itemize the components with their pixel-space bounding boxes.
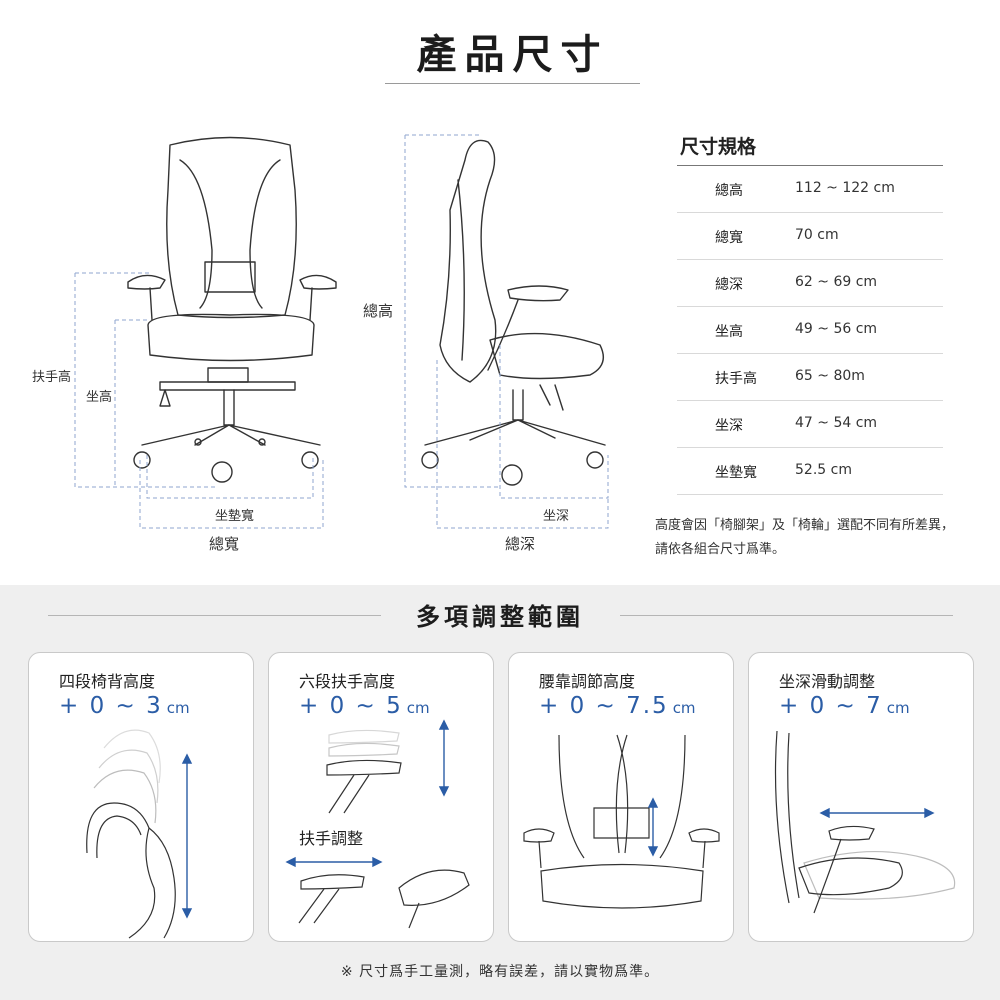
section-divider-right xyxy=(620,615,953,616)
adjustment-title: 多項調整範圍 xyxy=(416,603,584,631)
spec-row: 總寬 70 cm xyxy=(677,213,943,260)
spec-value: 70 cm xyxy=(795,227,839,243)
armrest-height-label: 扶手高 xyxy=(32,370,72,385)
spec-value: 49 ~ 56 cm xyxy=(795,321,878,337)
total-depth-dim xyxy=(436,360,609,529)
total-height-dim xyxy=(404,134,500,488)
backrest-illustration xyxy=(86,729,193,939)
seat-height-dim xyxy=(114,319,150,487)
card-value-unit: cm xyxy=(166,699,190,717)
armrest-illustration xyxy=(285,719,470,929)
spec-label: 坐高 xyxy=(715,324,743,340)
seat-depth-illustration xyxy=(774,730,956,914)
spec-note-line: 請依各組合尺寸爲準。 xyxy=(655,542,786,557)
section-divider-left xyxy=(48,615,381,616)
spec-value: 65 ~ 80m xyxy=(795,368,865,384)
spec-heading: 尺寸規格 xyxy=(680,136,757,158)
spec-row: 總高 112 ~ 122 cm xyxy=(677,166,943,213)
seat-depth-label: 坐深 xyxy=(543,509,570,524)
front-base xyxy=(141,424,321,446)
seat-width-label: 坐墊寬 xyxy=(215,509,255,524)
footer-note: ※ 尺寸爲手工量測，略有誤差，請以實物爲準。 xyxy=(340,964,660,980)
card-subtitle: 扶手調整 xyxy=(299,829,364,848)
card-title: 六段扶手高度 xyxy=(299,672,396,691)
spec-heading-line xyxy=(677,165,943,166)
card-title: 四段椅背高度 xyxy=(59,672,156,691)
spec-label: 坐深 xyxy=(715,418,743,434)
spec-row: 坐深 47 ~ 54 cm xyxy=(677,401,943,448)
spec-value: 112 ~ 122 cm xyxy=(795,180,895,196)
side-seat xyxy=(489,332,604,380)
spec-label: 扶手高 xyxy=(715,371,757,387)
spec-value: 62 ~ 69 cm xyxy=(795,274,878,290)
total-depth-label: 總深 xyxy=(505,535,536,553)
spec-label: 總深 xyxy=(715,277,743,293)
chair-dimension-drawings xyxy=(74,134,609,529)
seat-height-label: 坐高 xyxy=(86,390,113,405)
page-title: 產品尺寸 xyxy=(416,32,609,78)
card-value-number: + 0 ~ 5 xyxy=(299,693,403,719)
spec-label: 總高 xyxy=(715,183,743,199)
spec-label: 總寬 xyxy=(715,230,743,246)
total-width-label: 總寬 xyxy=(209,535,240,553)
title-underline xyxy=(385,83,640,84)
side-base xyxy=(424,419,606,446)
spec-note-line: 高度會因「椅腳架」及「椅輪」選配不同有所差異， xyxy=(655,518,955,533)
card-value-number: + 0 ~ 7.5 xyxy=(539,693,669,719)
spec-note: 高度會因「椅腳架」及「椅輪」選配不同有所差異， 請依各組合尺寸爲準。 xyxy=(655,514,1000,562)
seat-width-dim xyxy=(146,455,314,499)
seat-depth-dim xyxy=(499,345,609,499)
total-height-label: 總高 xyxy=(363,302,394,320)
side-backrest xyxy=(439,139,497,383)
card-title: 坐深滑動調整 xyxy=(779,672,876,691)
card-value-unit: cm xyxy=(406,699,430,717)
spec-row: 扶手高 65 ~ 80m xyxy=(677,354,943,401)
card-value-number: + 0 ~ 3 xyxy=(59,693,163,719)
card-value-unit: cm xyxy=(672,699,696,717)
spec-row: 坐高 49 ~ 56 cm xyxy=(677,307,943,354)
front-seat xyxy=(147,313,315,362)
card-value-number: + 0 ~ 7 xyxy=(779,693,883,719)
spec-value: 52.5 cm xyxy=(795,462,852,478)
spec-row: 總深 62 ~ 69 cm xyxy=(677,260,943,307)
lumbar-illustration xyxy=(523,734,720,909)
spec-value: 47 ~ 54 cm xyxy=(795,415,878,431)
spec-label: 坐墊寬 xyxy=(715,465,757,481)
armrest-height-dim xyxy=(74,272,215,488)
card-title: 腰靠調節高度 xyxy=(539,672,636,691)
card-value-unit: cm xyxy=(886,699,910,717)
spec-row: 坐墊寬 52.5 cm xyxy=(677,448,943,495)
